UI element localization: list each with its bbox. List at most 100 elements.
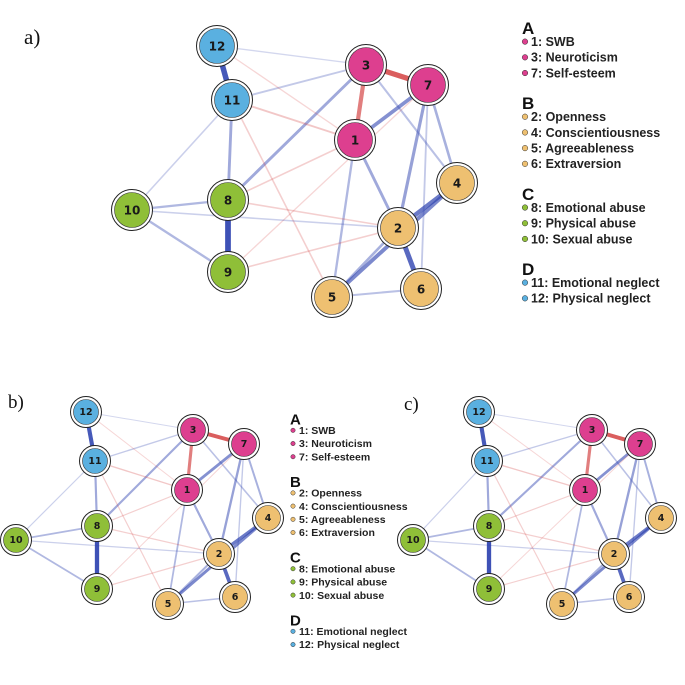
node-label: 9 (486, 584, 493, 595)
node-circle (380, 210, 416, 246)
node-label: 8 (486, 521, 493, 532)
node-11: 11 (79, 445, 111, 477)
legend-group-D: D (522, 260, 534, 279)
edge-7-2 (217, 442, 246, 556)
node-circle (579, 417, 605, 443)
node-5: 5 (546, 588, 578, 620)
node-12: 12 (196, 25, 238, 67)
edge-10-2 (412, 539, 615, 555)
legend-swatch (290, 454, 296, 460)
node-2: 2 (203, 538, 235, 570)
legend-group-B: B (522, 94, 534, 113)
node-circle (616, 584, 642, 610)
edge-11-5 (231, 99, 333, 298)
node-6: 6 (219, 581, 251, 613)
legend-swatch (290, 490, 296, 496)
edge-12-1 (478, 411, 586, 491)
edge-9-2 (227, 227, 399, 273)
node-10: 10 (397, 524, 429, 556)
edge-9-2 (488, 553, 615, 590)
legend-swatch (290, 516, 296, 522)
legend-group-B: B (290, 474, 301, 491)
node-circle (476, 513, 502, 539)
edge-12-3 (85, 411, 194, 431)
legend-swatch (290, 628, 296, 634)
node-circle (222, 584, 248, 610)
node-circle (210, 254, 246, 290)
node-circle (410, 67, 446, 103)
node-circle (403, 271, 439, 307)
node-7: 7 (228, 428, 260, 460)
node-circle (627, 431, 653, 457)
node-label: 1 (184, 485, 191, 496)
legend-item-10: 10: Sexual abuse (299, 590, 384, 602)
node-circle (476, 576, 502, 602)
legend-item-12: 12: Physical neglect (299, 639, 400, 651)
edge-11-5 (94, 460, 169, 605)
edge-3-4 (364, 63, 459, 185)
node-label: 4 (265, 513, 272, 524)
legend-item-11: 11: Emotional neglect (531, 276, 660, 290)
node-circle (314, 279, 350, 315)
node-circle (210, 182, 246, 218)
edge-8-3 (487, 428, 594, 528)
node-4: 4 (252, 502, 284, 534)
legend-group-A: A (522, 19, 534, 38)
edge-12-3 (478, 411, 593, 431)
edge-10-11 (412, 460, 488, 541)
node-7: 7 (407, 64, 449, 106)
node-label: 3 (190, 425, 197, 436)
node-circle (601, 541, 627, 567)
node-8: 8 (81, 510, 113, 542)
edge-12-3 (216, 45, 367, 66)
edge-10-11 (131, 99, 233, 211)
node-6: 6 (613, 581, 645, 613)
edge-9-7 (488, 443, 641, 590)
legend-item-1: 1: SWB (299, 425, 336, 437)
edge-8-3 (95, 428, 195, 528)
node-label: 2 (611, 549, 618, 560)
legend-swatch (290, 566, 296, 572)
node-1: 1 (334, 119, 376, 161)
legend-item-10: 10: Sexual abuse (531, 232, 632, 246)
node-11: 11 (471, 445, 503, 477)
legend-swatch (521, 145, 529, 152)
legend-item-9: 9: Physical abuse (531, 217, 636, 231)
node-label: 11 (88, 456, 101, 467)
edge-9-7 (96, 443, 245, 590)
node-9: 9 (473, 573, 505, 605)
edge-7-6 (234, 443, 245, 598)
legend-swatch (290, 579, 296, 585)
edge-8-2 (488, 525, 615, 555)
legend-swatch (521, 204, 529, 211)
legend-swatch (521, 295, 529, 302)
edge-9-2 (96, 553, 220, 590)
node-label: 7 (637, 439, 644, 450)
edge-11-3 (486, 429, 593, 462)
node-label: 3 (362, 59, 370, 73)
edge-12-1 (216, 45, 356, 141)
node-10: 10 (111, 189, 153, 231)
node-circle (174, 477, 200, 503)
node-label: 1 (351, 134, 359, 148)
legend-item-9: 9: Physical abuse (299, 577, 387, 589)
edge-8-3 (226, 63, 368, 202)
node-circle (337, 122, 373, 158)
edge-9-7 (227, 84, 429, 273)
edge-7-2 (612, 442, 642, 556)
legend-swatch (521, 113, 529, 120)
node-circle (231, 431, 257, 457)
legend-item-7: 7: Self-esteem (531, 66, 616, 80)
node-circle (474, 448, 500, 474)
legend-swatch (521, 279, 529, 286)
node-circle (549, 591, 575, 617)
legend-item-2: 2: Openness (299, 488, 362, 500)
node-label: 10 (406, 535, 420, 546)
node-5: 5 (152, 588, 184, 620)
legend-item-8: 8: Emotional abuse (299, 563, 395, 575)
node-circle (84, 513, 110, 539)
node-label: 4 (658, 513, 665, 524)
edge-1-5 (167, 489, 188, 605)
